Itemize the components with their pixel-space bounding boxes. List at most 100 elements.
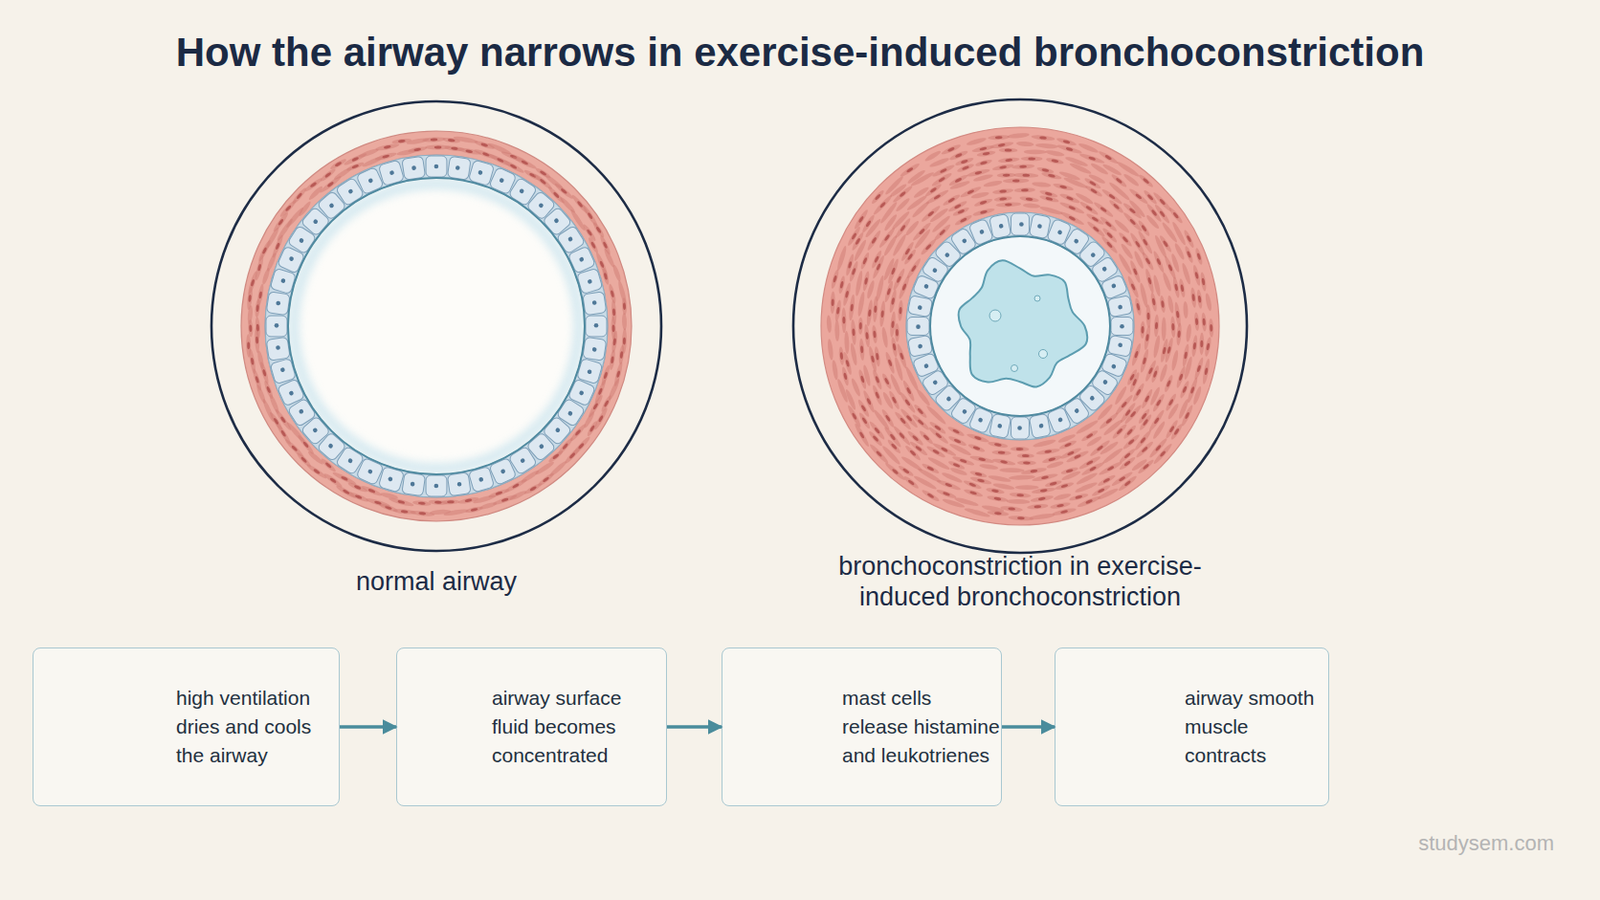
muscle-nucleus (342, 488, 351, 495)
muscle-nucleus (589, 424, 596, 433)
flow-arrow (1001, 725, 1055, 730)
muscle-nucleus (1158, 210, 1166, 219)
muscle-nucleus (612, 337, 617, 346)
muscle-nucleus (1000, 460, 1008, 465)
muscle-fiber (881, 444, 903, 467)
muscle-nucleus (568, 452, 576, 461)
muscle-nucleus (1066, 450, 1075, 457)
muscle-nucleus (875, 450, 883, 459)
muscle-nucleus (911, 434, 920, 442)
muscle-nucleus (974, 435, 982, 441)
muscle-nucleus (860, 346, 865, 355)
muscle-fiber (845, 225, 862, 247)
muscle-nucleus (999, 165, 1007, 170)
muscle-nucleus (977, 457, 986, 463)
epithelial-cell-body (989, 213, 1012, 239)
muscle-nucleus (1209, 324, 1213, 333)
muscle-nucleus (1062, 139, 1070, 145)
epithelial-cell-nucleus (1057, 229, 1064, 236)
muscle-nucleus (1166, 346, 1172, 355)
muscle-nucleus (922, 434, 931, 442)
muscle-nucleus (1129, 410, 1136, 419)
airway-outline (211, 101, 662, 552)
muscle-nucleus (905, 414, 912, 423)
muscle-nucleus (1066, 196, 1074, 202)
step-text: mast cells release histamine and leukotr… (842, 684, 1001, 771)
muscle-fiber (962, 479, 982, 491)
mucus-bubble (1039, 350, 1048, 359)
muscle-fiber (1013, 172, 1039, 178)
muscle-nucleus (916, 419, 925, 426)
muscle-nucleus (340, 475, 349, 482)
muscle-nucleus (603, 400, 610, 408)
epithelial-cell-nucleus (347, 188, 354, 195)
muscle-fiber (523, 482, 544, 497)
muscle-nucleus (496, 157, 505, 164)
muscle-nucleus (902, 467, 911, 475)
muscle-nucleus (991, 488, 1000, 493)
muscle-nucleus (890, 443, 898, 451)
muscle-fiber (1180, 262, 1193, 286)
epithelial-cell-body (1107, 295, 1133, 318)
muscle-fiber (1152, 274, 1162, 297)
muscle-nucleus (1198, 295, 1202, 304)
muscle-nucleus (1056, 503, 1065, 508)
muscle-fiber (1185, 323, 1193, 342)
muscle-fiber (1096, 487, 1119, 502)
constricted-airway-illustration (793, 99, 1247, 554)
epithelial-cell-nucleus (275, 345, 281, 351)
muscle-nucleus (1177, 330, 1181, 338)
muscle-nucleus (994, 511, 1002, 516)
muscle-fiber (927, 455, 952, 471)
epithelial-cell-nucleus (978, 228, 985, 235)
muscle-nucleus (1041, 168, 1049, 174)
mucus-plug (958, 260, 1088, 387)
muscle-fiber (897, 300, 904, 322)
muscle-nucleus (873, 426, 881, 435)
muscle-nucleus (898, 307, 903, 315)
muscle-nucleus (1155, 444, 1162, 453)
muscle-nucleus (851, 267, 857, 276)
muscle-nucleus (1132, 378, 1138, 387)
process-box: high ventilation dries and cools the air… (32, 647, 340, 807)
muscle-nucleus (553, 191, 560, 200)
muscle-nucleus (1185, 235, 1192, 244)
muscle-fiber (849, 342, 859, 366)
muscle-nucleus (916, 407, 924, 416)
muscle-nucleus (927, 210, 935, 218)
muscle-fiber (834, 320, 840, 343)
muscle-nucleus (891, 467, 900, 475)
muscle-fiber (1006, 132, 1030, 139)
muscle-nucleus (1161, 347, 1167, 356)
airway-lumen (288, 177, 585, 475)
epithelial-cell-nucleus (288, 255, 295, 262)
epithelial-cell-body (1111, 317, 1134, 336)
muscle-nucleus (501, 497, 510, 503)
muscle-nucleus (1130, 283, 1136, 291)
mucus-bubble (989, 310, 1001, 322)
muscle-nucleus (1066, 146, 1074, 152)
muscle-fiber (894, 323, 900, 343)
process-box: airway smooth muscle contracts (1054, 647, 1330, 807)
epithelial-cell-body (1011, 213, 1030, 236)
epithelial-cell-nucleus (500, 468, 507, 475)
muscle-fiber (854, 270, 865, 297)
muscle-nucleus (874, 193, 882, 201)
epithelial-cell (907, 317, 930, 336)
epithelial-cell-nucleus (555, 426, 561, 433)
muscle-nucleus (622, 302, 626, 311)
muscle-fiber (1068, 492, 1089, 503)
epithelial-cell-nucleus (1038, 422, 1044, 428)
muscle-nucleus (610, 289, 616, 298)
muscle-nucleus (1090, 216, 1099, 223)
muscle-nucleus (1106, 241, 1113, 249)
muscle-fiber (844, 253, 856, 277)
muscle-nucleus (947, 146, 956, 153)
muscle-nucleus (969, 490, 978, 496)
muscle-fiber (969, 454, 995, 465)
muscle-nucleus (520, 159, 529, 166)
muscle-nucleus (968, 482, 977, 489)
muscle-fiber (825, 314, 832, 334)
muscle-fiber (610, 330, 619, 354)
muscle-nucleus (450, 146, 459, 151)
